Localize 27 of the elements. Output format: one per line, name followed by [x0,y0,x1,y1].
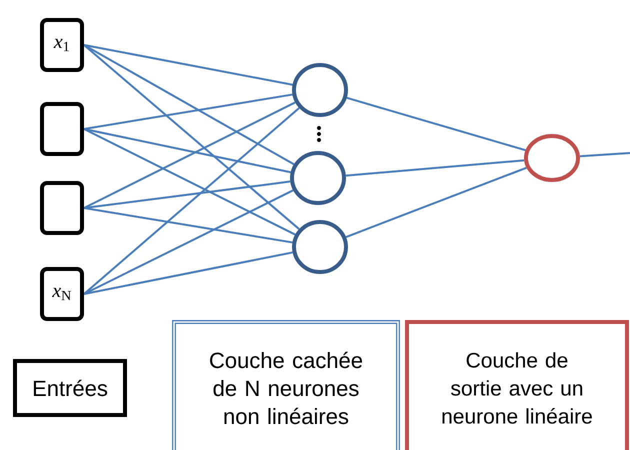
input-box: x$_{1}$ [40,18,84,72]
layer-label-box: Couche de sortie avec un neurone linéaire [405,320,629,450]
connection-line [83,44,300,230]
layer-label-box: Couche cachée de N neurones non linéaires [172,320,400,450]
neuron-circle [290,151,346,205]
connection-line [84,128,291,174]
label-box: Entrées [13,359,127,417]
input-box [40,102,84,156]
output-neuron-circle [524,134,580,182]
connection-line [84,251,293,295]
connection-line [84,189,294,295]
connection-line [83,107,300,295]
connection-line [84,44,294,166]
neuron-circle [292,63,348,117]
neuron-circle [292,220,348,274]
connection-line [84,102,296,209]
connection-line [84,180,290,209]
connection-line [346,159,524,177]
connection-line [84,94,293,130]
connection-line [84,128,296,236]
connection-line [346,96,526,152]
connection-line [84,207,293,244]
connection-line [346,166,527,238]
input-box [40,181,84,235]
connection-line [580,152,630,158]
input-box: x$_{N}$ [40,266,84,321]
connection-line [84,44,293,86]
